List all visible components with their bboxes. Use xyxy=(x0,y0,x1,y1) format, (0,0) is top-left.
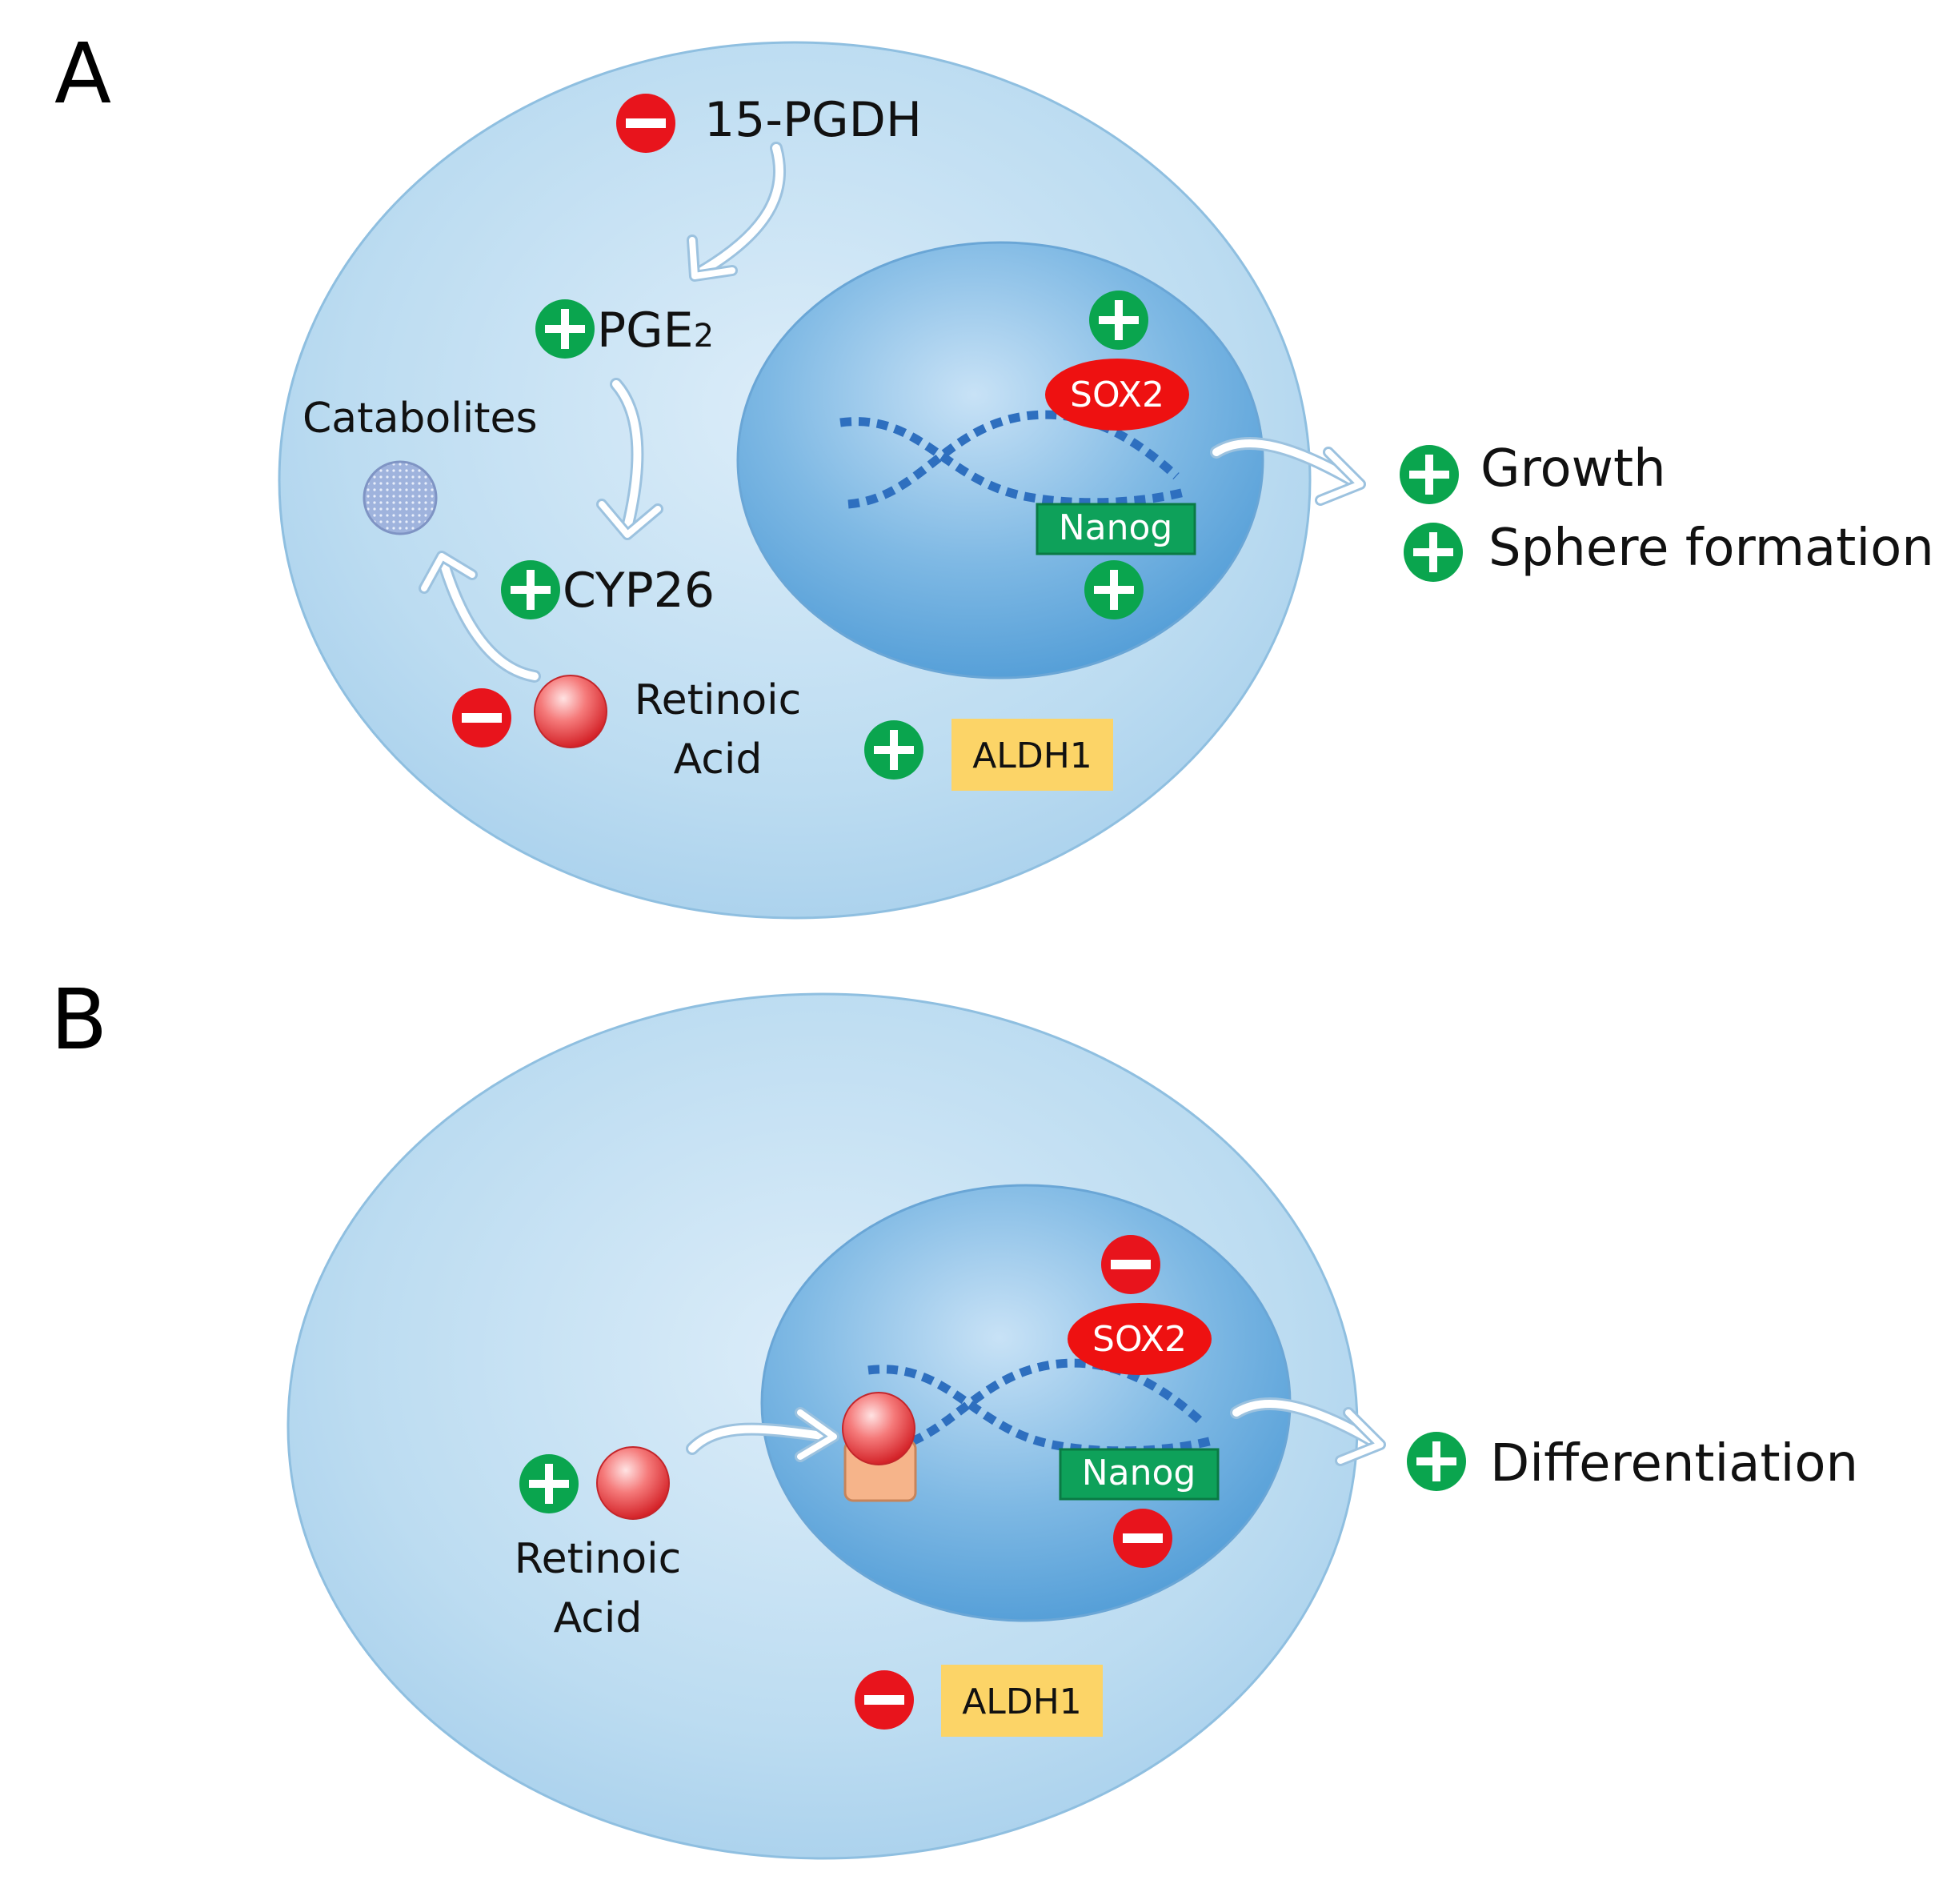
pge2-label: PGE2 xyxy=(597,303,714,359)
plus-icon xyxy=(1407,1432,1466,1491)
plus-icon xyxy=(501,560,560,619)
retinoic-acid-sphere-a xyxy=(534,675,607,748)
cyp26-label: CYP26 xyxy=(563,563,715,619)
nucleus-a xyxy=(736,241,1264,679)
minus-icon xyxy=(452,688,511,748)
outcome-growth: Growth xyxy=(1480,439,1666,499)
plus-icon xyxy=(1084,560,1144,619)
sox2-label-a: SOX2 xyxy=(1070,375,1164,415)
arrows-b xyxy=(686,1397,1386,1466)
aldh1-box-a xyxy=(951,719,1113,791)
outcome-differentiation: Differentiation xyxy=(1490,1434,1858,1493)
retinoic-acid-line2-a: Acid xyxy=(674,736,763,784)
plus-icon xyxy=(1400,445,1459,504)
sox2-ellipse-a xyxy=(1045,359,1189,431)
plus-icon xyxy=(1404,523,1463,582)
pgdh-label: 15-PGDH xyxy=(704,92,922,148)
nanog-box-b xyxy=(1059,1448,1220,1501)
aldh1-box-b xyxy=(941,1665,1103,1737)
retinoic-acid-bound-b xyxy=(842,1392,915,1465)
arrows-a xyxy=(419,142,1366,683)
panel-b-label: B xyxy=(50,971,107,1068)
panel-a-label: A xyxy=(54,25,111,122)
sox2-ellipse-b xyxy=(1068,1303,1212,1375)
pge2-subscript: 2 xyxy=(694,318,714,355)
minus-icon xyxy=(1113,1509,1172,1568)
plus-icon xyxy=(864,720,923,780)
retinoic-acid-line1-a: Retinoic xyxy=(635,676,801,724)
minus-icon xyxy=(616,94,675,153)
pge2-text: PGE xyxy=(597,303,694,359)
plus-icon xyxy=(519,1454,579,1513)
minus-icon xyxy=(1101,1235,1160,1294)
retinoic-acid-line1-b: Retinoic xyxy=(515,1535,681,1583)
retinoic-acid-sphere-b xyxy=(596,1446,670,1520)
aldh1-label-b: ALDH1 xyxy=(962,1682,1082,1722)
nanog-label-b: Nanog xyxy=(1082,1453,1196,1493)
plus-icon xyxy=(1089,291,1148,350)
panel-b: B SOX2 Nanog Retinoic Acid xyxy=(50,971,1858,1860)
aldh1-label-a: ALDH1 xyxy=(972,736,1092,776)
retinoic-acid-line2-b: Acid xyxy=(554,1594,643,1642)
outcome-sphere-formation: Sphere formation xyxy=(1488,519,1934,578)
dna-strands-a xyxy=(839,410,1186,509)
sox2-label-b: SOX2 xyxy=(1092,1319,1187,1360)
minus-icon xyxy=(855,1670,914,1730)
panel-a: A SOX2 Nanog 15-PGDH PGE2 xyxy=(54,25,1934,920)
dna-strands-b xyxy=(867,1358,1214,1456)
nucleus-b xyxy=(760,1184,1292,1622)
catabolites-particle xyxy=(363,460,438,535)
catabolites-label: Catabolites xyxy=(302,395,538,443)
plus-icon xyxy=(535,299,595,359)
nanog-label-a: Nanog xyxy=(1059,507,1173,548)
nanog-box-a xyxy=(1036,503,1196,555)
